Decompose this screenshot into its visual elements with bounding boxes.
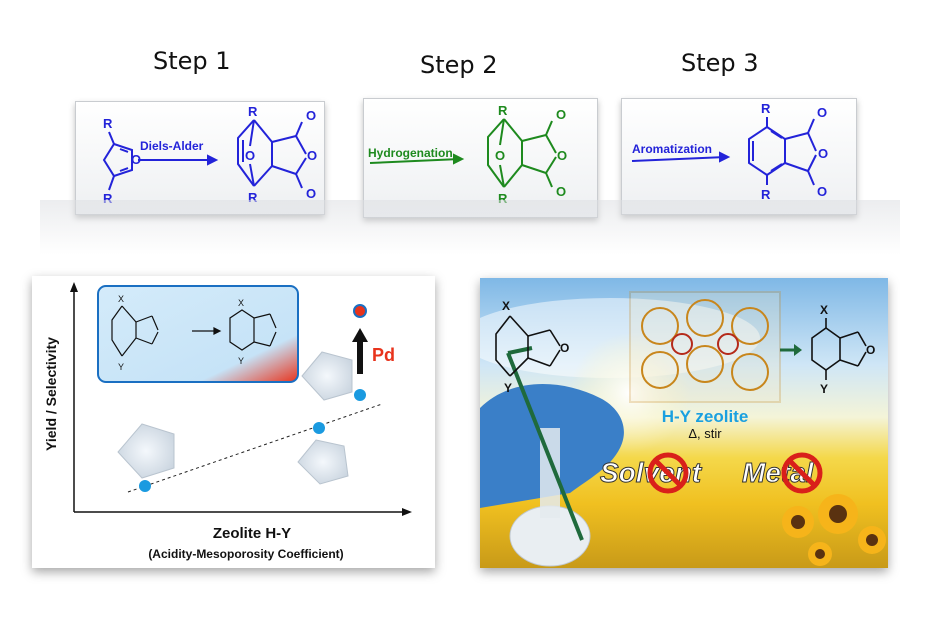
hydro-bridge-O: O <box>495 148 505 163</box>
step-2-label: Step 2 <box>420 51 498 79</box>
zeolite-framework <box>629 291 781 403</box>
adduct-ring-O: O <box>307 148 317 163</box>
hydro-carbonyl-O-bottom: O <box>556 184 566 199</box>
pd-label: Pd <box>372 345 395 365</box>
arom-R-bottom: R <box>761 187 771 202</box>
inset-X-right: X <box>238 298 244 308</box>
data-point-2 <box>313 422 325 434</box>
photo-ring-O-left: O <box>560 341 569 355</box>
adduct-carbonyl-O-bottom: O <box>306 186 316 201</box>
step-1-label: Step 1 <box>153 47 231 75</box>
no-solvent-icon <box>647 452 689 494</box>
catalyst-label: H-Y zeolite <box>662 407 749 426</box>
diels-alder-label: Diels-Alder <box>140 139 204 153</box>
step-2-scheme: R R O O O O <box>369 103 567 206</box>
zeolite-crystal-1 <box>117 423 175 479</box>
inset-X-left: X <box>118 294 124 304</box>
hydro-R-bottom: R <box>498 191 508 206</box>
zeolite-crystal-3 <box>297 439 349 485</box>
hydro-carbonyl-O-top: O <box>556 107 566 122</box>
adduct-R-top: R <box>248 104 258 119</box>
data-point-3 <box>354 389 366 401</box>
photo-Y-left: Y <box>504 381 512 395</box>
furan-R-bottom: R <box>103 191 113 206</box>
data-point-1 <box>139 480 151 492</box>
step-2-card: R R O O O O <box>363 98 598 218</box>
furan-R-top: R <box>103 116 113 131</box>
no-metal-icon <box>781 452 823 494</box>
arom-carbonyl-O-bottom: O <box>817 184 827 199</box>
sunflowers <box>782 494 886 566</box>
zeolite-crystal-2 <box>301 351 353 401</box>
x-axis-label: Zeolite H-Y <box>213 525 291 542</box>
hydro-ring-O: O <box>557 148 567 163</box>
step-1-scheme: R R O R R O O O O <box>102 104 317 206</box>
inset-Y-left: Y <box>118 362 124 372</box>
arom-ring-O: O <box>818 146 828 161</box>
step-3-scheme: R R O O O <box>631 101 828 202</box>
furan-O: O <box>131 152 141 167</box>
data-point-pd <box>353 304 367 318</box>
chart-panel: X Y X Y Pd Yield / Selectivity Zeolite H… <box>32 276 435 568</box>
x-axis-sublabel: (Acidity-Mesoporosity Coefficient) <box>148 547 343 561</box>
hydrogenation-label: Hydrogenation <box>368 146 453 160</box>
step-1-card: R R O R R O O O O <box>75 101 325 215</box>
conditions-label: Δ, stir <box>688 426 722 441</box>
card-reflections <box>40 200 900 255</box>
inset-Y-right: Y <box>238 356 244 366</box>
photo-ring-O-right: O <box>866 343 875 357</box>
trend-line <box>127 403 383 493</box>
photo-X-left: X <box>502 299 510 313</box>
step-3-label: Step 3 <box>681 49 759 77</box>
y-axis-label: Yield / Selectivity <box>43 337 59 451</box>
arom-carbonyl-O-top: O <box>817 105 827 120</box>
photo-panel: X Y O X Y O H-Y zeolite Δ, stir Solvent … <box>480 278 888 568</box>
adduct-R-bottom: R <box>248 190 258 205</box>
pd-arrow-head <box>352 328 368 342</box>
adduct-carbonyl-O-top: O <box>306 108 316 123</box>
yield-chart: X Y X Y Pd Yield / Selectivity Zeolite H… <box>43 282 412 561</box>
pd-arrow-shaft <box>357 340 363 374</box>
photo-scene: X Y O X Y O H-Y zeolite Δ, stir Solvent … <box>480 291 886 567</box>
adduct-bridge-O: O <box>245 148 255 163</box>
spatula <box>506 352 584 541</box>
arom-R-top: R <box>761 101 771 116</box>
aromatization-label: Aromatization <box>632 142 713 156</box>
photo-Y-right: Y <box>820 382 828 396</box>
step-3-card: R R O O O <box>621 98 857 215</box>
photo-X-right: X <box>820 303 828 317</box>
hydro-R-top: R <box>498 103 508 118</box>
inset-scheme-box <box>97 285 299 383</box>
